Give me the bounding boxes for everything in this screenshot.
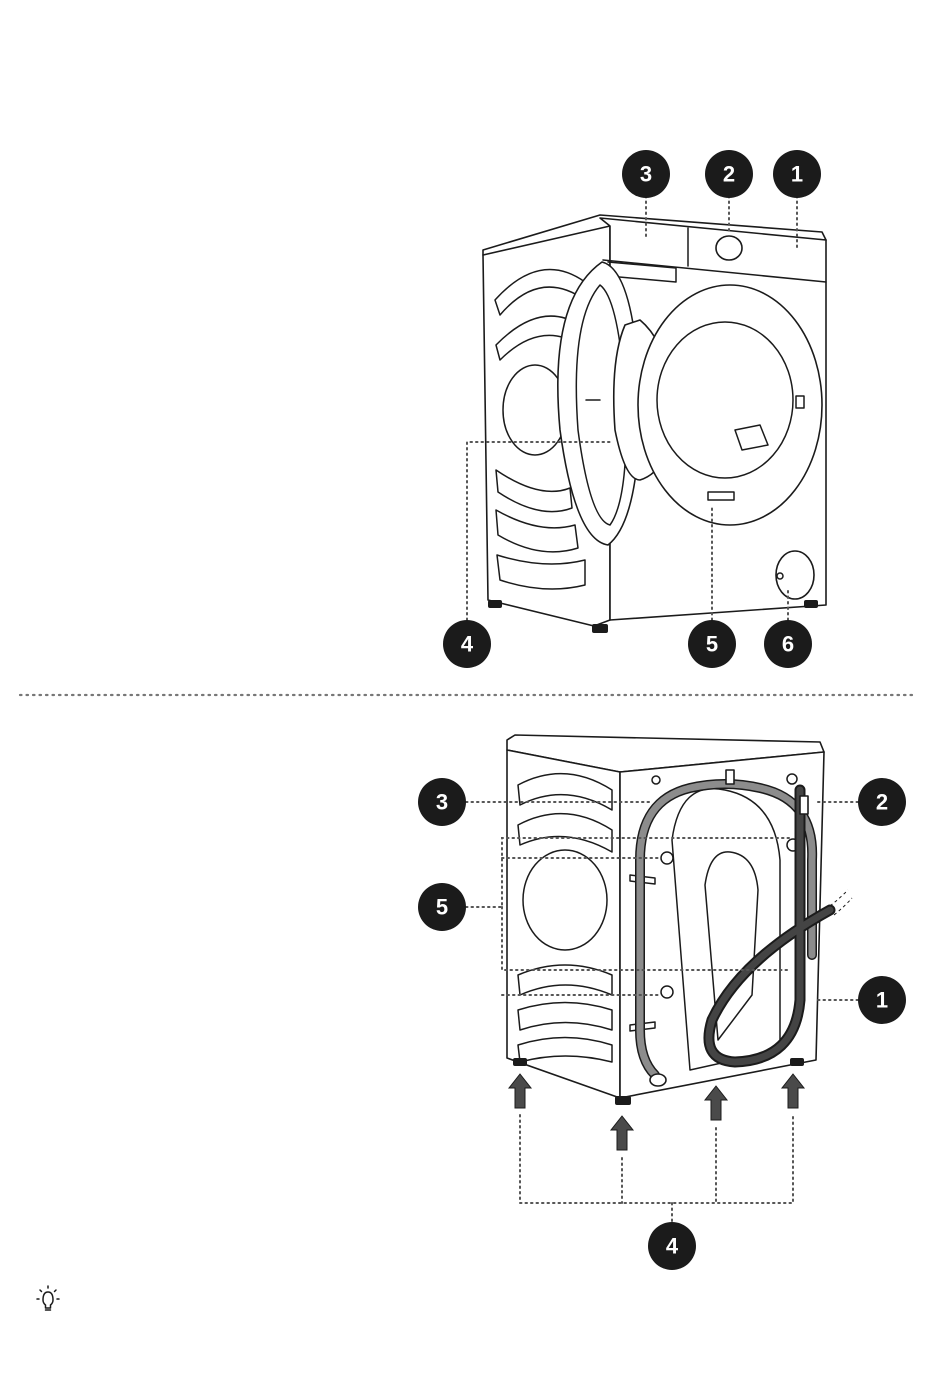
program-knob — [716, 236, 742, 260]
rear-label-4: 4 — [648, 1222, 696, 1270]
rear-label-3: 3 — [418, 778, 466, 826]
front-label-2: 2 — [705, 150, 753, 198]
up-arrow-icon — [782, 1074, 804, 1108]
svg-text:3: 3 — [640, 162, 652, 187]
up-arrow-icon — [611, 1116, 633, 1150]
svg-text:1: 1 — [791, 162, 803, 187]
rear-label-1: 1 — [858, 976, 906, 1024]
svg-text:2: 2 — [723, 162, 735, 187]
front-label-1: 1 — [773, 150, 821, 198]
svg-text:2: 2 — [876, 790, 888, 815]
filter-cover — [776, 551, 814, 599]
svg-text:5: 5 — [706, 632, 718, 657]
svg-text:3: 3 — [436, 790, 448, 815]
front-label-3: 3 — [622, 150, 670, 198]
up-arrow-icon — [705, 1086, 727, 1120]
svg-text:4: 4 — [461, 632, 474, 657]
lightbulb-icon — [37, 1286, 59, 1310]
svg-text:1: 1 — [876, 988, 888, 1013]
svg-text:6: 6 — [782, 632, 794, 657]
svg-text:4: 4 — [666, 1234, 679, 1259]
front-label-6: 6 — [764, 620, 812, 668]
rear-label-2: 2 — [858, 778, 906, 826]
front-view: 3 2 1 4 5 6 — [443, 150, 826, 668]
rear-label-5: 5 — [418, 883, 466, 931]
svg-text:5: 5 — [436, 895, 448, 920]
door-seal — [638, 285, 822, 525]
up-arrow-icon — [509, 1074, 531, 1108]
front-label-4: 4 — [443, 620, 491, 668]
rear-view: 3 2 5 1 4 — [418, 735, 906, 1270]
front-label-5: 5 — [688, 620, 736, 668]
